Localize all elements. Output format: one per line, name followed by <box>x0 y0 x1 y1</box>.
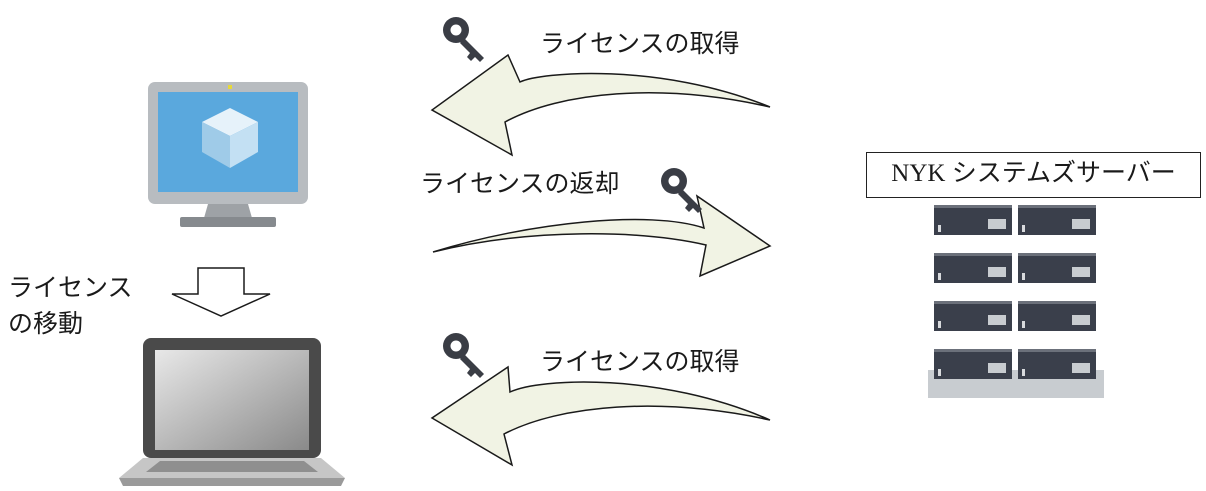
laptop-icon <box>119 338 345 486</box>
key-icon <box>661 168 702 213</box>
return-arrow <box>432 194 772 278</box>
label-acquire-top: ライセンスの取得 <box>540 29 740 58</box>
down-arrow-icon <box>171 267 271 317</box>
server-title: NYK システムズサーバー <box>866 152 1201 198</box>
label-move-line2: の移動 <box>8 309 84 338</box>
key-icon <box>443 333 484 378</box>
acquire-arrow-bottom <box>430 365 771 467</box>
label-return: ライセンスの返却 <box>420 169 620 198</box>
label-license-move: ライセンス の移動 <box>8 270 133 342</box>
label-move-line1: ライセンス <box>8 273 133 302</box>
acquire-arrow-top <box>430 53 771 157</box>
label-acquire-bottom: ライセンスの取得 <box>540 347 740 376</box>
desktop-monitor-icon <box>148 82 308 227</box>
server-rack-icon <box>928 205 1104 398</box>
key-icon <box>443 17 484 62</box>
